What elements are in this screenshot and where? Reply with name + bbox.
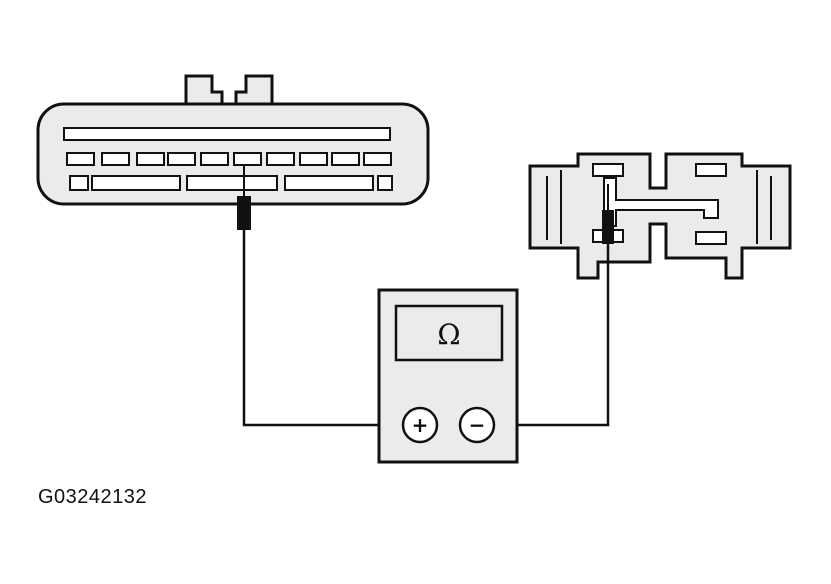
meter-display-symbol: Ω [437, 318, 460, 351]
positive-probe-tip [237, 196, 251, 230]
positive-lead-wire [242, 230, 403, 427]
test-leads [242, 230, 610, 427]
component-terminals [592, 163, 727, 245]
meter-display [394, 304, 504, 362]
connector-ribs [546, 170, 772, 244]
ohmmeter: Ω + − [377, 288, 519, 464]
component-connector-outline [528, 152, 792, 280]
negative-lead-wire [494, 244, 610, 427]
component-connector [528, 152, 792, 280]
negative-terminal [458, 406, 496, 444]
connector-slot-long [63, 127, 391, 141]
figure-id-label: G03242132 [38, 486, 148, 508]
pin-cavity-row [66, 152, 392, 166]
negative-probe-tip [602, 210, 614, 244]
bottom-slot-row [69, 175, 393, 191]
harness-connector [36, 74, 430, 230]
connector-latch [184, 74, 274, 108]
positive-terminal-label: + [412, 413, 429, 437]
negative-terminal-label: − [469, 413, 486, 437]
positive-terminal [401, 406, 439, 444]
